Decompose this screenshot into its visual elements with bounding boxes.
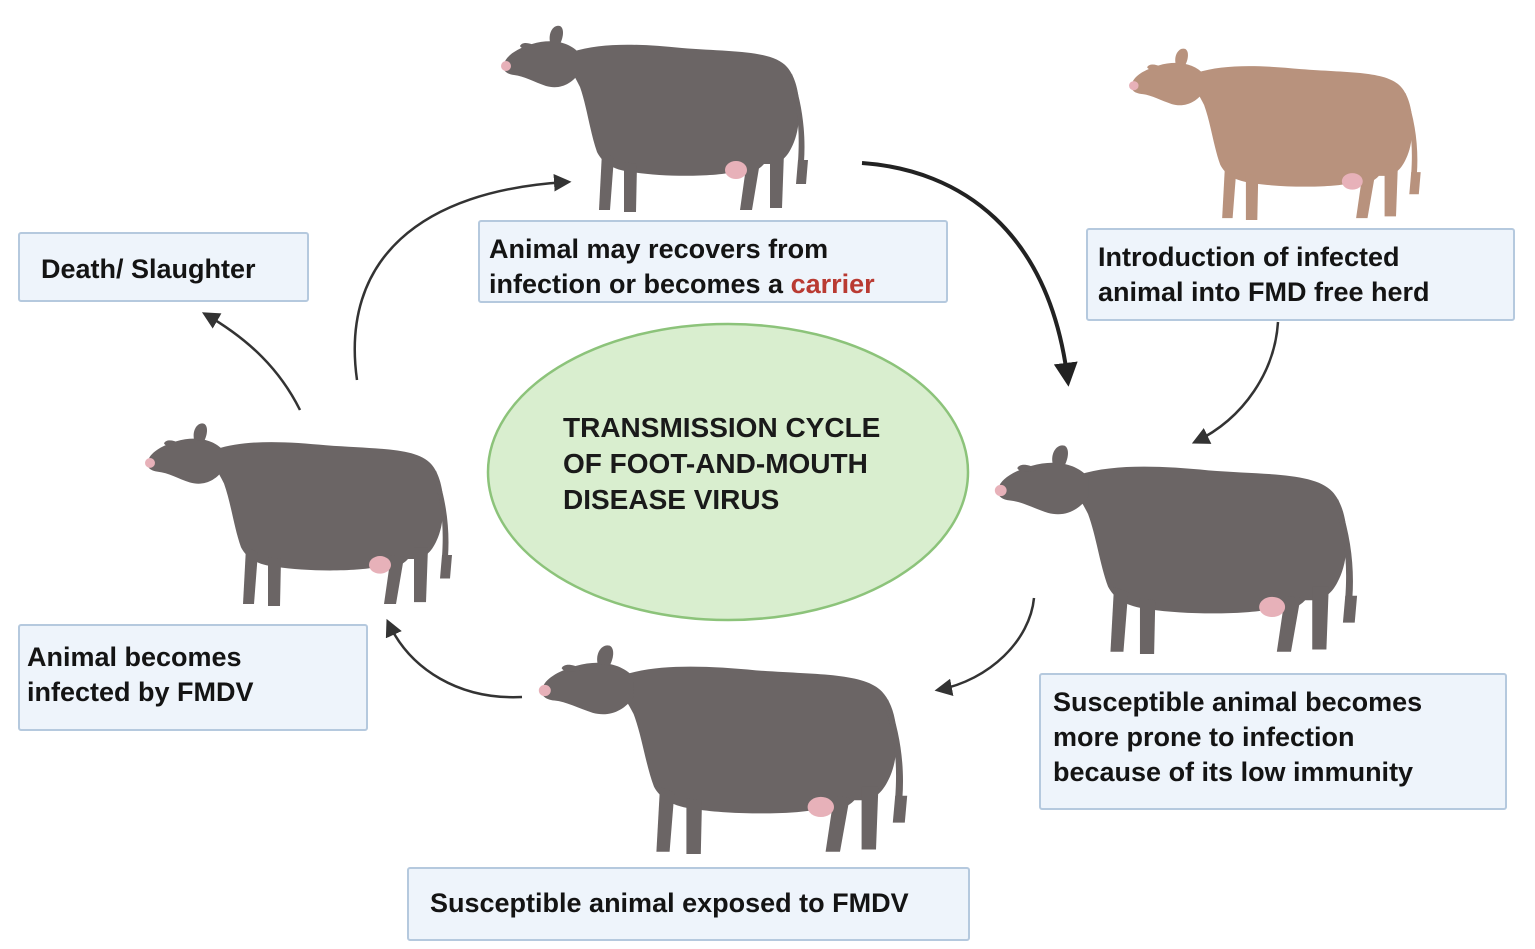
arrow-recovers-to-susceptible xyxy=(861,161,1078,387)
arrow-susceptible-to-exposed xyxy=(934,597,1036,696)
center-title: TRANSMISSION CYCLE OF FOOT-AND-MOUTH DIS… xyxy=(563,410,880,518)
center-ellipse xyxy=(486,322,970,622)
box-text-line: animal into FMD free herd xyxy=(1098,277,1430,307)
cow-bottom xyxy=(538,645,908,854)
box-introduction: Introduction of infected animal into FMD… xyxy=(1086,228,1515,321)
cow-right xyxy=(994,445,1358,654)
box-death: Death/ Slaughter xyxy=(18,232,309,302)
arrow-infected-to-recovers xyxy=(353,174,572,381)
box-text-line: more prone to infection xyxy=(1053,722,1355,752)
box-exposed: Susceptible animal exposed to FMDV xyxy=(407,867,970,941)
box-text-line: infection or becomes a carrier xyxy=(489,267,946,302)
center-title-line: DISEASE VIRUS xyxy=(563,484,780,515)
box-text-prefix: infection or becomes a xyxy=(489,269,791,299)
carrier-highlight: carrier xyxy=(790,269,875,299)
box-text-line: Death/ Slaughter xyxy=(41,254,256,284)
box-text-line: infected by FMDV xyxy=(27,677,254,707)
center-title-line: OF FOOT-AND-MOUTH xyxy=(563,448,868,479)
arrow-introduction-to-susceptible xyxy=(1191,321,1280,444)
center-title-line: TRANSMISSION CYCLE xyxy=(563,412,881,443)
arrow-exposed-to-infected xyxy=(385,618,523,699)
box-text-line: Introduction of infected xyxy=(1098,242,1400,272)
cow-left xyxy=(145,423,452,606)
box-susceptible-prone: Susceptible animal becomes more prone to… xyxy=(1039,673,1507,810)
box-text-line: Animal becomes xyxy=(27,642,242,672)
box-infected: Animal becomes infected by FMDV xyxy=(18,624,368,731)
box-text-line: Susceptible animal becomes xyxy=(1053,687,1423,717)
arrow-infected-to-death xyxy=(201,312,302,411)
box-text-line: because of its low immunity xyxy=(1053,757,1414,787)
box-recovers: Animal may recovers from infection or be… xyxy=(478,220,948,303)
cow-top-right-infected xyxy=(1129,48,1421,220)
box-text-line: Animal may recovers from xyxy=(489,234,829,264)
box-text-line: Susceptible animal exposed to FMDV xyxy=(430,888,909,918)
